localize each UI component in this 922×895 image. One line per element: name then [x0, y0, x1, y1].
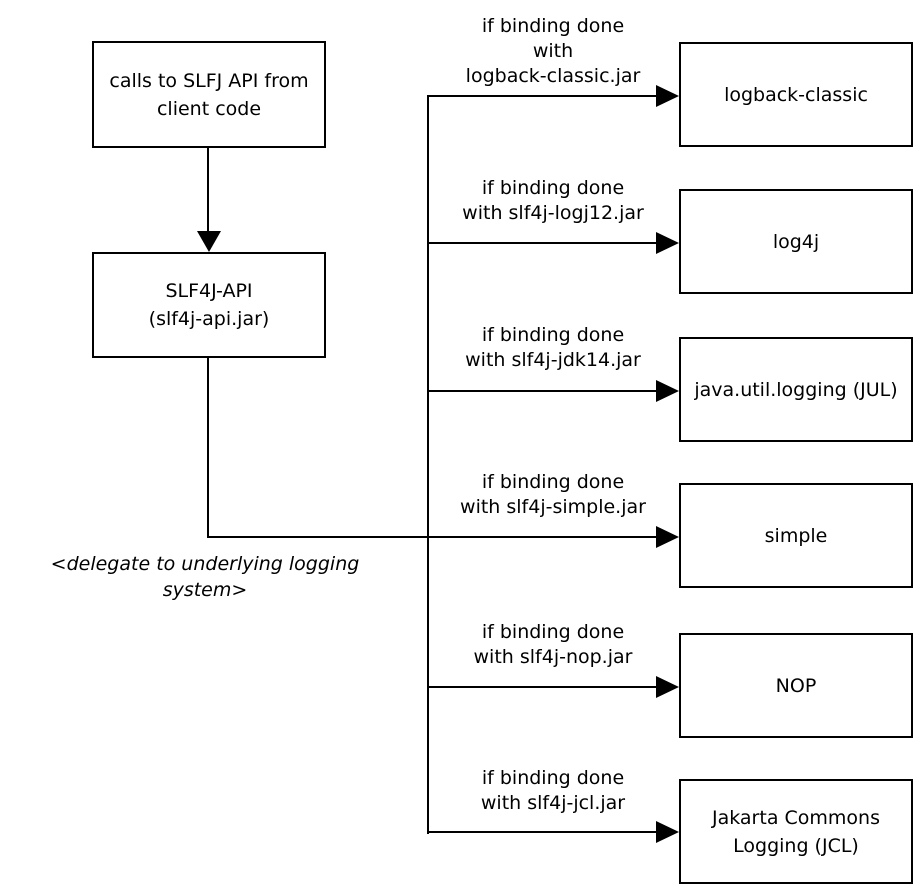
condition-label-nop-line2: with slf4j-nop.jar	[473, 646, 633, 668]
slf4j-api-box-label: SLF4J-API (slf4j-api.jar)	[149, 277, 270, 333]
client-to-api-connector-line	[207, 147, 209, 232]
delegate-caption-line2: system>	[162, 579, 248, 601]
branch-line-nop	[427, 686, 656, 688]
target-box-simple: simple	[679, 483, 913, 588]
condition-label-nop-line1: if binding done	[481, 621, 625, 643]
branch-line-jul	[427, 390, 656, 392]
target-box-logback-classic: logback-classic	[679, 42, 913, 147]
api-connector-vertical-line	[207, 357, 209, 537]
client-code-box-label-line2: client code	[156, 97, 262, 120]
target-box-jul-label: java.util.logging (JUL)	[694, 378, 898, 401]
slf4j-api-box: SLF4J-API (slf4j-api.jar)	[92, 252, 326, 358]
slf4j-api-box-label-line2: (slf4j-api.jar)	[148, 308, 270, 330]
api-connector-horizontal-line	[207, 536, 429, 538]
target-box-logback-classic-label: logback-classic	[724, 83, 868, 106]
condition-label-jcl: if binding done with slf4j-jcl.jar	[423, 766, 683, 816]
condition-label-jdk14: if binding done with slf4j-jdk14.jar	[423, 323, 683, 373]
arrowhead-right-icon	[656, 526, 679, 548]
condition-label-logback-classic-line2: with	[532, 40, 574, 62]
delegate-caption: <delegate to underlying logging system>	[17, 551, 393, 603]
target-box-nop-label: NOP	[775, 674, 817, 697]
condition-label-jdk14-line1: if binding done	[481, 324, 625, 346]
client-code-box-label: calls to SLFJ API from client code	[109, 67, 308, 123]
condition-label-simple-line1: if binding done	[481, 471, 625, 493]
arrowhead-down-icon	[197, 231, 221, 252]
target-box-log4j-label: log4j	[772, 230, 820, 253]
client-code-box-label-line1: calls to SLFJ API from	[109, 69, 309, 92]
target-box-nop: NOP	[679, 633, 913, 738]
target-box-simple-label: simple	[764, 524, 828, 547]
branch-line-logback-classic	[427, 95, 656, 97]
target-box-jcl-label: Jakarta Commons Logging (JCL)	[712, 806, 880, 857]
condition-label-log4j-line2: with slf4j-logj12.jar	[462, 202, 644, 224]
arrowhead-right-icon	[656, 821, 679, 843]
arrowhead-right-icon	[656, 232, 679, 254]
target-box-jul: java.util.logging (JUL)	[679, 337, 913, 442]
condition-label-nop: if binding done with slf4j-nop.jar	[423, 620, 683, 670]
condition-label-logback-classic: if binding done with logback-classic.jar	[423, 14, 683, 89]
arrowhead-right-icon	[656, 85, 679, 107]
condition-label-log4j: if binding done with slf4j-logj12.jar	[423, 176, 683, 226]
branch-trunk-line	[427, 95, 429, 834]
condition-label-simple-line2: with slf4j-simple.jar	[460, 496, 646, 518]
target-box-jcl: Jakarta Commons Logging (JCL)	[679, 779, 913, 884]
condition-label-jcl-line2: with slf4j-jcl.jar	[480, 792, 626, 814]
slf4j-api-box-label-line1: SLF4J-API	[165, 280, 253, 302]
condition-label-jdk14-line2: with slf4j-jdk14.jar	[465, 349, 641, 371]
condition-label-logback-classic-line1: if binding done	[481, 15, 625, 37]
branch-line-log4j	[427, 242, 656, 244]
client-code-box: calls to SLFJ API from client code	[92, 41, 326, 148]
condition-label-jcl-line1: if binding done	[481, 767, 625, 789]
target-box-log4j: log4j	[679, 189, 913, 294]
condition-label-logback-classic-line3: logback-classic.jar	[465, 65, 641, 87]
branch-line-simple	[427, 536, 656, 538]
arrowhead-right-icon	[656, 676, 679, 698]
delegate-caption-line1: <delegate to underlying logging	[50, 553, 360, 575]
arrowhead-right-icon	[656, 380, 679, 402]
condition-label-log4j-line1: if binding done	[481, 177, 625, 199]
branch-line-jcl	[427, 831, 656, 833]
condition-label-simple: if binding done with slf4j-simple.jar	[423, 470, 683, 520]
